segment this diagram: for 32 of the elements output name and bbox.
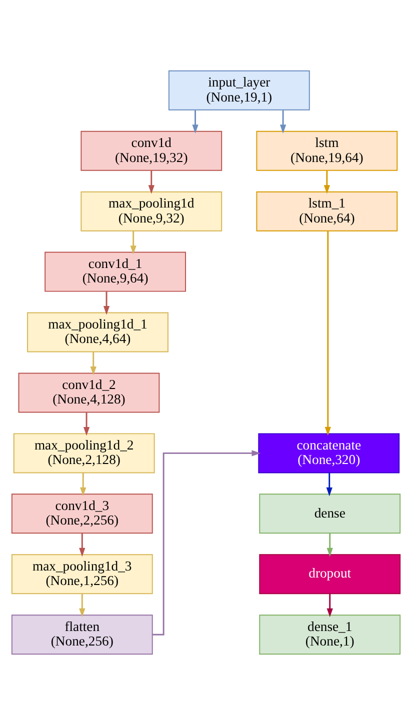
node-box: max_pooling1d_1 (None,4,64) (27, 312, 168, 352)
arrow (90, 352, 96, 376)
node-box: lstm_1 (None,64) (256, 191, 398, 232)
arrow (192, 110, 198, 134)
arrow (324, 170, 330, 194)
node-box: input_layer (None,19,1) (168, 70, 310, 110)
node-box: lstm (None,19,64) (256, 130, 398, 171)
arrow (80, 473, 86, 496)
arrow (326, 533, 333, 557)
arrow (103, 292, 110, 315)
arrow (326, 594, 333, 618)
node-box: max_pooling1d_3 (None,1,256) (11, 554, 153, 594)
node-box: conv1d_2 (None,4,128) (18, 372, 160, 413)
node-box: max_pooling1d_2 (None,2,128) (13, 433, 155, 474)
arrow (152, 450, 261, 636)
arrow (83, 412, 90, 436)
node-box: dropout (259, 554, 401, 594)
node-box: conv1d (None,19,32) (80, 130, 222, 171)
node-box: dense (259, 494, 401, 534)
arrow (79, 533, 86, 557)
arrow (326, 473, 332, 496)
arrow (324, 231, 331, 436)
arrow (148, 170, 154, 194)
arrow (79, 594, 86, 618)
node-box: dense_1 (None,1) (259, 614, 401, 655)
node-box: flatten (None,256) (11, 614, 153, 655)
node-box: conv1d_3 (None,2,256) (11, 494, 153, 534)
arrow (130, 231, 136, 254)
node-box: concatenate (None,320) (258, 433, 400, 474)
arrow (280, 110, 286, 134)
node-box: conv1d_1 (None,9,64) (44, 252, 186, 292)
node-box: max_pooling1d (None,9,32) (80, 191, 222, 232)
